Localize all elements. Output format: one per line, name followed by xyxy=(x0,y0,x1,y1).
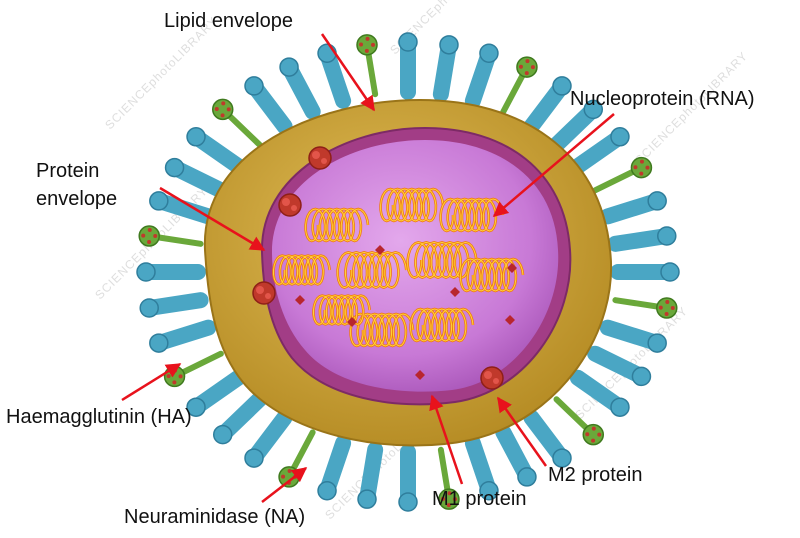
rna-coil xyxy=(439,197,505,233)
m2-channel xyxy=(480,366,504,390)
haemagglutinin-spike xyxy=(357,441,384,509)
label-protein-envelope-line2: envelope xyxy=(36,188,118,210)
m1-marker xyxy=(347,317,357,327)
label-haemagglutinin: Haemagglutinin (HA) xyxy=(6,406,192,428)
haemagglutinin-spike xyxy=(279,57,321,120)
haemagglutinin-spike xyxy=(244,76,293,135)
rna-coil xyxy=(409,307,475,343)
label-m1-protein: M1 protein xyxy=(432,488,527,510)
haemagglutinin-spike xyxy=(495,424,537,487)
haemagglutinin-spike xyxy=(398,32,418,100)
neuraminidase-spike xyxy=(163,350,224,388)
haemagglutinin-spike xyxy=(610,262,680,282)
arrow-haemagglutinin xyxy=(121,362,182,402)
haemagglutinin-spike xyxy=(464,435,499,501)
haemagglutinin-spike xyxy=(149,191,217,225)
label-m2-protein: M2 protein xyxy=(548,464,643,486)
m2-channel xyxy=(308,146,332,170)
rna-coil xyxy=(304,207,370,243)
haemagglutinin-spike xyxy=(139,292,209,318)
haemagglutinin-spike xyxy=(464,43,499,109)
m1-marker xyxy=(295,295,305,305)
annotation-arrows xyxy=(121,33,615,503)
haemagglutinin-spike xyxy=(186,127,247,175)
label-nucleoprotein: Nucleoprotein (RNA) xyxy=(570,88,755,110)
rna-coil xyxy=(336,251,408,289)
haemagglutinin-spike xyxy=(317,435,352,501)
haemagglutinin-spike xyxy=(569,127,630,175)
neuraminidase-spike xyxy=(612,297,678,319)
neuraminidase-spike xyxy=(500,56,538,115)
haemagglutinin-spike xyxy=(432,35,459,103)
neuraminidase-spike xyxy=(211,98,263,148)
neuraminidase-spike xyxy=(138,225,204,247)
m1-marker xyxy=(505,315,515,325)
label-lipid-envelope: Lipid envelope xyxy=(164,10,293,32)
m1-marker xyxy=(507,263,517,273)
haemagglutinin-spike xyxy=(317,43,352,109)
label-protein-envelope-line1: Protein xyxy=(36,160,100,182)
m2-channel xyxy=(278,193,302,217)
haemagglutinin-spike xyxy=(398,444,418,512)
rna-coil xyxy=(312,294,371,326)
arrow-m2-protein xyxy=(496,396,548,467)
neuraminidase-spike xyxy=(437,446,460,510)
m2-protein-channels xyxy=(252,146,504,390)
haemagglutinin-spike xyxy=(212,391,268,445)
label-neuraminidase: Neuraminidase (NA) xyxy=(124,506,306,528)
neuraminidase-spike xyxy=(356,34,379,98)
neuraminidase-spike xyxy=(278,429,316,488)
arrow-nucleoprotein xyxy=(492,113,615,217)
haemagglutinin-spike xyxy=(136,262,206,282)
haemagglutinin-spike xyxy=(569,369,630,417)
haemagglutinin-spike xyxy=(149,319,217,353)
haemagglutinin-spike xyxy=(523,409,572,468)
nucleoprotein-rna-coils xyxy=(272,187,525,348)
rna-coil xyxy=(272,254,331,286)
haemagglutinin-spike xyxy=(599,191,667,225)
haemagglutinin-spike xyxy=(607,226,677,252)
m1-marker xyxy=(450,287,460,297)
arrow-neuraminidase xyxy=(261,467,308,503)
haemagglutinin-spike xyxy=(523,76,572,135)
haemagglutinin-spike xyxy=(244,409,293,468)
rna-coil xyxy=(406,241,478,279)
haemagglutinin-spike xyxy=(599,319,667,353)
spike-layer xyxy=(136,32,680,512)
rna-coil xyxy=(459,257,525,293)
haemagglutinin-spike xyxy=(548,99,604,153)
m1-protein-markers xyxy=(295,245,517,380)
m1-marker xyxy=(375,245,385,255)
haemagglutinin-spike xyxy=(587,345,652,387)
neuraminidase-spike xyxy=(553,396,605,446)
neuraminidase-spike xyxy=(592,156,653,194)
rna-coil xyxy=(349,312,415,348)
haemagglutinin-spike xyxy=(164,157,229,199)
haemagglutinin-spike xyxy=(186,369,247,417)
m1-marker xyxy=(415,370,425,380)
arrow-m1-protein xyxy=(429,394,464,485)
arrow-protein-envelope xyxy=(159,186,266,252)
arrow-lipid-envelope xyxy=(320,33,376,112)
m2-channel xyxy=(252,281,276,305)
rna-coil xyxy=(379,187,445,223)
